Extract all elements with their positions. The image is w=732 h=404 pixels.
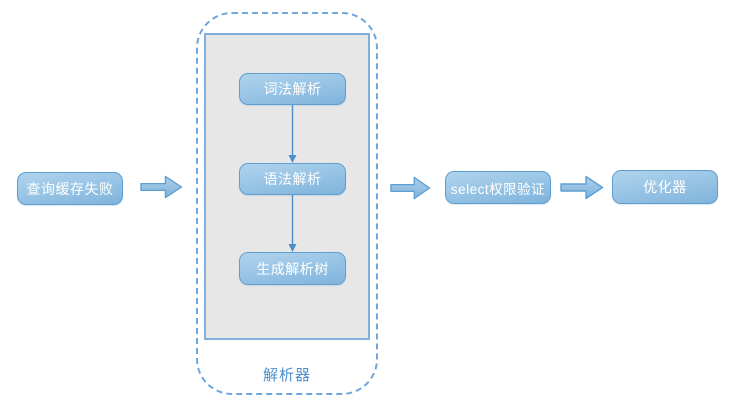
node-generate-parse-tree: 生成解析树 xyxy=(239,252,346,285)
down-arrow-connector-icon xyxy=(288,195,297,252)
node-query-cache-fail-label: 查询缓存失败 xyxy=(26,180,114,197)
node-generate-parse-tree-label: 生成解析树 xyxy=(256,260,329,277)
node-optimizer-label: 优化器 xyxy=(643,179,687,195)
block-arrow-right-icon xyxy=(560,175,604,200)
block-arrow-right-icon xyxy=(140,175,183,199)
node-lexical-parse: 词法解析 xyxy=(239,73,346,105)
down-arrow-connector-icon xyxy=(288,105,297,163)
node-syntax-parse-label: 语法解析 xyxy=(263,171,322,187)
node-select-privilege-check: select权限验证 xyxy=(445,171,551,204)
parser-container-label: 解析器 xyxy=(262,367,311,384)
node-query-cache-fail: 查询缓存失败 xyxy=(17,172,123,205)
node-lexical-parse-label: 词法解析 xyxy=(263,81,322,97)
node-select-privilege-check-label: select权限验证 xyxy=(450,181,546,197)
node-syntax-parse: 语法解析 xyxy=(239,163,346,195)
node-optimizer: 优化器 xyxy=(612,170,718,204)
block-arrow-right-icon xyxy=(390,176,431,200)
